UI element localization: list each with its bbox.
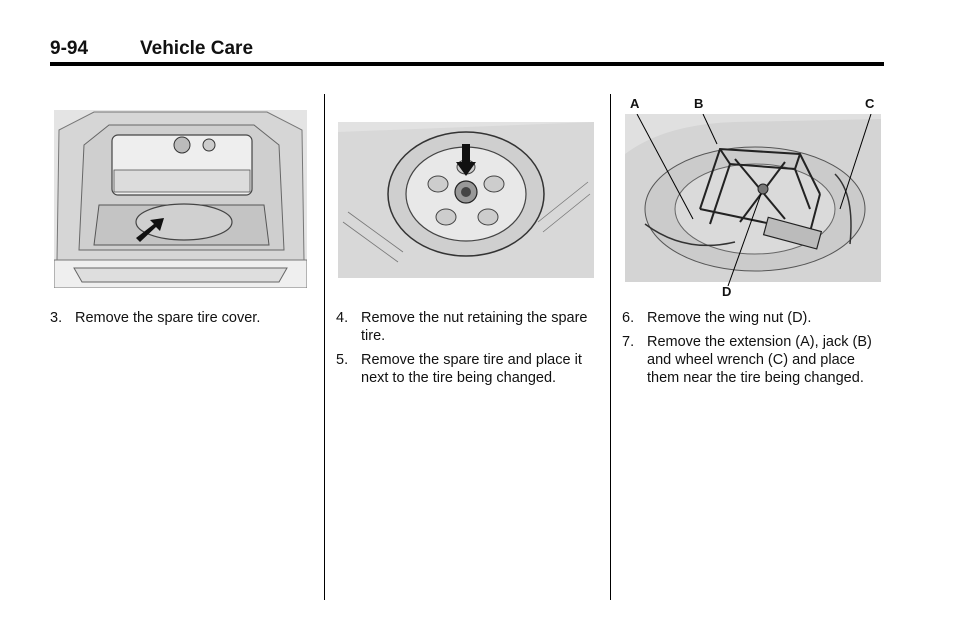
callout-a: A	[630, 96, 640, 111]
step-7: 7. Remove the extension (A), jack (B) an…	[622, 334, 872, 386]
step-6: 6. Remove the wing nut (D).	[622, 310, 812, 326]
trunk-spare-cover-illustration	[54, 110, 307, 288]
section-title: Vehicle Care	[140, 38, 254, 59]
steps-column-3: 6. Remove the wing nut (D). 7. Remove th…	[622, 309, 872, 393]
spare-tire-nut-illustration	[338, 122, 594, 278]
callout-c: C	[865, 96, 875, 111]
step-5: 5. Remove the spare tire and place it ne…	[336, 352, 582, 386]
step-3: 3. Remove the spare tire cover.	[50, 310, 261, 326]
page-header: 9-94 Vehicle Care	[50, 38, 884, 66]
header-rule	[50, 62, 884, 66]
page-number: 9-94	[50, 38, 89, 59]
steps-column-2: 4. Remove the nut retaining the spare ti…	[336, 309, 602, 393]
column-divider-2	[610, 94, 611, 600]
callout-d: D	[722, 284, 732, 299]
column-divider-1	[324, 94, 325, 600]
steps-column-1: 3. Remove the spare tire cover.	[50, 309, 312, 333]
callout-b: B	[694, 96, 704, 111]
step-4: 4. Remove the nut retaining the spare ti…	[336, 310, 588, 344]
